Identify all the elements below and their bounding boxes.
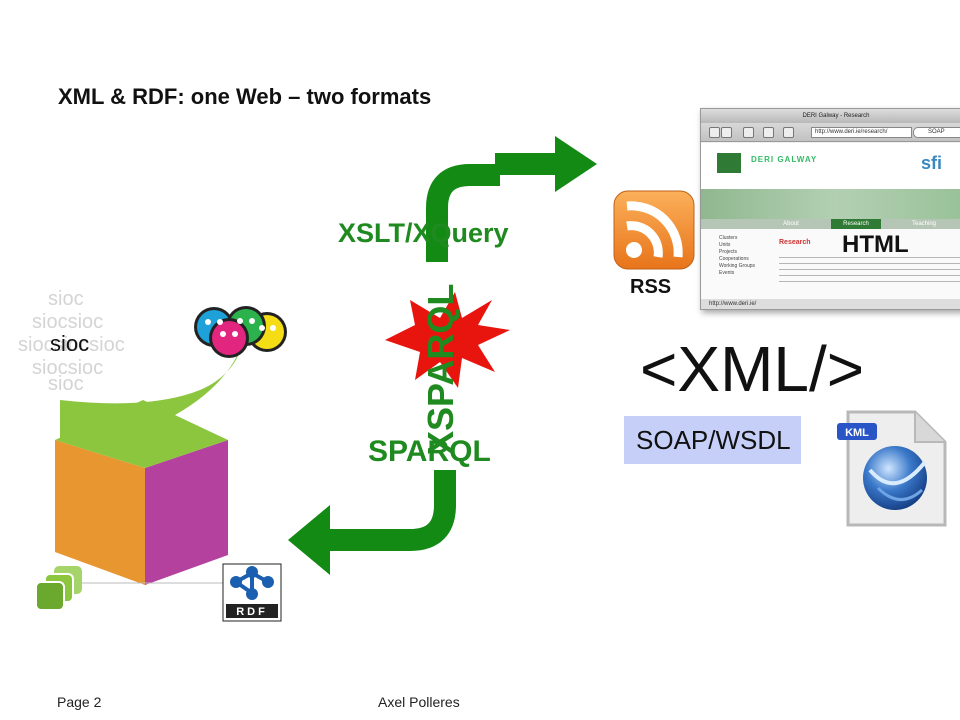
footer-page-number: Page 2 — [57, 694, 102, 710]
browser-search-box: SOAP — [913, 127, 960, 138]
browser-title-bar: DERI Galway - Research — [701, 109, 960, 123]
menu-item: Projects — [719, 249, 738, 255]
browser-toolbar: http://www.deri.ie/research/ SOAP — [701, 123, 960, 142]
stacked-squares-logo — [35, 566, 82, 611]
svg-text:sioc: sioc — [48, 288, 84, 310]
svg-text:KML: KML — [845, 427, 869, 439]
content-paragraph — [779, 254, 960, 284]
green-flow-arrows — [288, 136, 597, 575]
svg-text:siocsioc: siocsioc — [32, 311, 103, 333]
label-html: HTML — [842, 231, 909, 258]
footer-author: Axel Polleres — [378, 694, 460, 710]
back-icon — [709, 127, 720, 138]
menu-item: Events — [719, 270, 735, 276]
circuit-banner — [701, 189, 960, 219]
browser-window-screenshot: DERI Galway - Research http://www.deri.i… — [700, 108, 960, 310]
rdf-logo: RDF — [222, 563, 282, 622]
side-menu: Clusters Units Projects Cooperations Wor… — [719, 235, 755, 277]
site-name: DERI GALWAY — [751, 155, 818, 164]
stop-icon — [763, 127, 774, 138]
label-soap-wsdl: SOAP/WSDL — [636, 425, 791, 455]
slide-title: XML & RDF: one Web – two formats — [58, 84, 432, 109]
svg-text:RDF: RDF — [236, 606, 268, 618]
label-rss: RSS — [630, 276, 672, 298]
home-icon — [783, 127, 794, 138]
svg-text:sioc: sioc — [48, 373, 84, 395]
label-xml-tag: <XML/> — [640, 333, 865, 405]
foaf-faces-logo — [194, 306, 287, 358]
sfi-logo: sfi — [921, 153, 943, 173]
sioc-logo: sioc siocsioc siocsiocsioc siocsioc sioc… — [18, 288, 125, 395]
svg-text:siocsiocsioc: siocsiocsioc — [18, 334, 125, 356]
deri-logo-icon — [717, 153, 741, 173]
semantic-web-cube-logo — [55, 342, 243, 585]
browser-url-bar: http://www.deri.ie/research/ — [811, 127, 912, 138]
kml-file-icon: KML — [837, 410, 947, 527]
menu-item: Cooperations — [719, 256, 749, 262]
soap-wsdl-box — [624, 416, 801, 464]
svg-text:sioc: sioc — [50, 331, 89, 356]
browser-status-bar: http://www.deri.ie/ — [701, 299, 960, 309]
forward-icon — [721, 127, 732, 138]
label-xsparql: XSPARQL — [420, 283, 461, 455]
tab-teaching: Teaching — [911, 221, 937, 227]
menu-item: Clusters — [719, 235, 738, 241]
site-header: DERI GALWAY sfi — [701, 143, 960, 189]
menu-item: Units — [719, 242, 731, 248]
site-tabs: About Research Teaching — [701, 219, 960, 229]
label-xslt-xquery: XSLT/XQuery — [338, 218, 509, 248]
rss-feed-icon — [613, 190, 695, 270]
svg-text:siocsioc: siocsioc — [32, 357, 103, 379]
red-starburst-icon — [385, 292, 510, 388]
content-heading: Research — [779, 239, 811, 246]
menu-item: Working Groups — [719, 263, 756, 269]
site-content: Clusters Units Projects Cooperations Wor… — [701, 229, 960, 299]
tab-about: About — [783, 221, 799, 227]
reload-icon — [743, 127, 754, 138]
tab-research: Research — [831, 219, 881, 229]
label-sparql: SPARQL — [368, 435, 491, 468]
